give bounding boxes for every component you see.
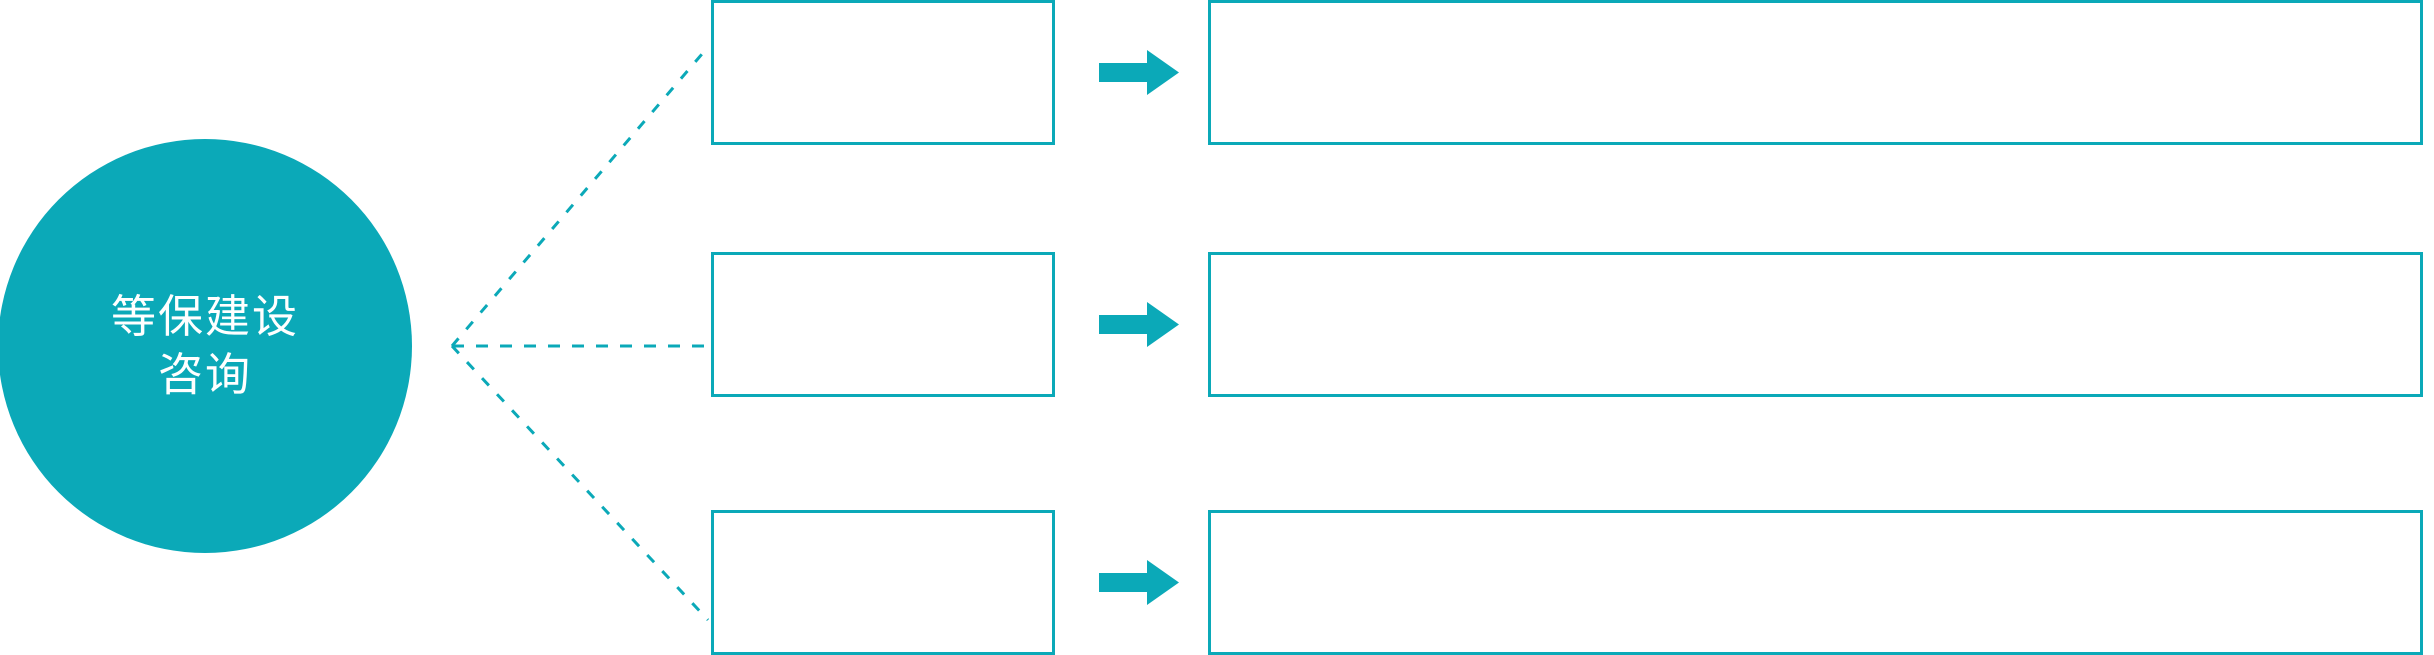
- detail-box-3[interactable]: [1208, 510, 2423, 655]
- arrow-icon-1: [1099, 50, 1179, 95]
- hub-label-line-2: 咨询: [157, 349, 252, 400]
- diagram-row-1: [0, 0, 2434, 145]
- detail-box-2[interactable]: [1208, 252, 2423, 397]
- hub-node: 等保建设 咨询: [0, 139, 412, 553]
- label-box-2[interactable]: [711, 252, 1055, 397]
- detail-box-1[interactable]: [1208, 0, 2423, 145]
- label-box-1[interactable]: [711, 0, 1055, 145]
- diagram-row-3: [0, 510, 2434, 655]
- hub-label-line-1: 等保建设: [110, 291, 299, 343]
- diagram-row-2: [0, 252, 2434, 397]
- arrow-icon-2: [1099, 302, 1179, 347]
- arrow-icon-3: [1099, 560, 1179, 605]
- label-box-3[interactable]: [711, 510, 1055, 655]
